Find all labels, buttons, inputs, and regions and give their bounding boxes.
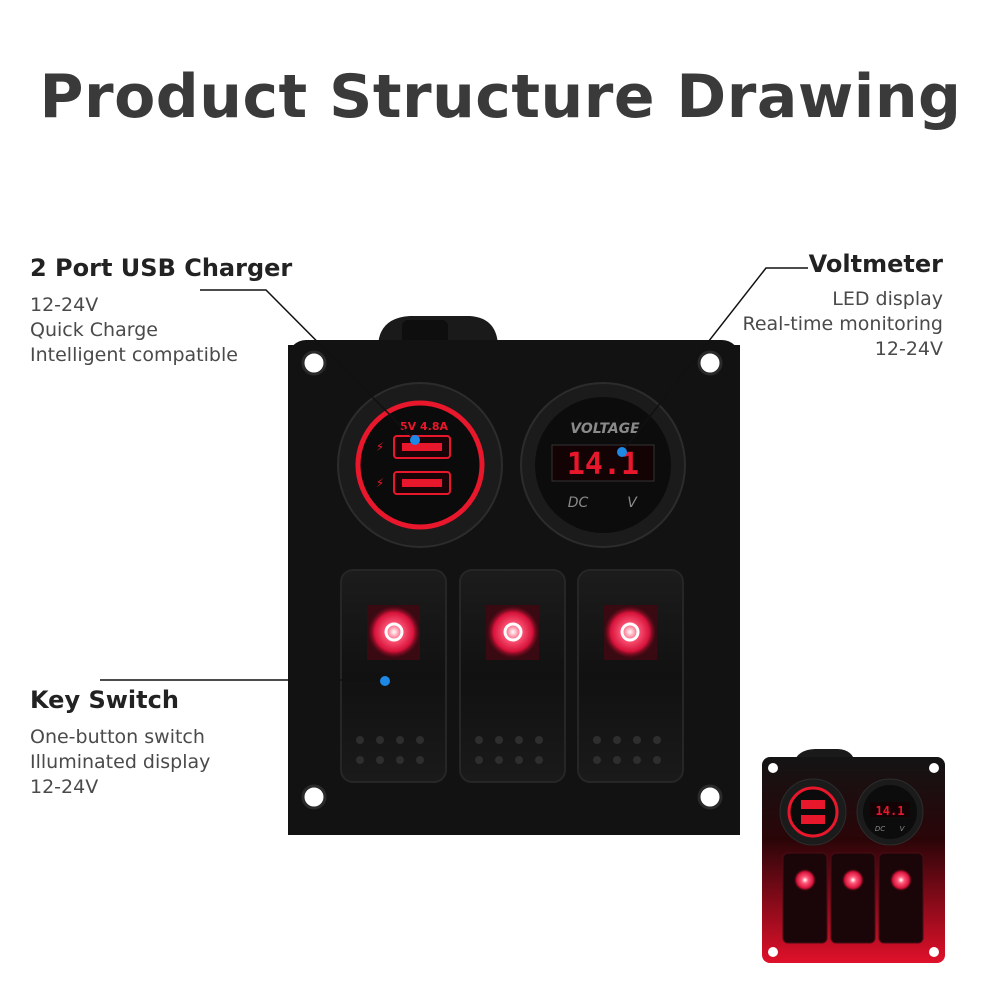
indicator-light <box>487 606 539 658</box>
switch-panel: 5V 4.8A ⚡ ⚡ VOLTAGE 14.1 DC V <box>288 316 740 835</box>
voltmeter-marker-dot <box>617 447 627 457</box>
usb-charger-description: 12-24V Quick Charge Intelligent compatib… <box>30 293 238 368</box>
usb-rating-label: 5V 4.8A <box>400 420 448 433</box>
voltmeter-desc-line-2: Real-time monitoring <box>742 313 943 335</box>
led-display <box>551 444 655 482</box>
voltmeter-leader-line <box>621 267 808 453</box>
usb-charger-heading: 2 Port USB Charger <box>30 254 293 282</box>
voltmeter-heading: Voltmeter <box>808 250 943 278</box>
switch-desc-line-1: One-button switch <box>30 726 205 748</box>
page-title: Product Structure Drawing <box>39 62 962 132</box>
rocker-switch-3[interactable] <box>577 569 684 783</box>
callout-markers <box>380 435 627 686</box>
thumbnail-voltage-reading: 14.1 <box>876 804 905 818</box>
voltage-reading: 14.1 <box>567 447 639 482</box>
voltage-face-label: VOLTAGE <box>570 421 640 437</box>
screw-hole-icon <box>697 784 723 810</box>
rocker-switches <box>340 569 684 783</box>
rocker-texture <box>356 736 661 764</box>
lightning-icon: ⚡ <box>376 440 384 454</box>
usb-desc-line-3: Intelligent compatible <box>30 344 238 366</box>
lightning-icon: ⚡ <box>376 476 384 490</box>
usb-desc-line-2: Quick Charge <box>30 319 158 341</box>
usb-marker-dot <box>410 435 420 445</box>
voltmeter-desc-line-1: LED display <box>832 288 943 310</box>
thumbnail-volt-label: V <box>900 825 906 833</box>
screw-hole-icon <box>301 350 327 376</box>
key-switch-description: One-button switch Illuminated display 12… <box>30 725 210 800</box>
leader-lines <box>100 267 808 681</box>
screw-holes <box>301 350 723 810</box>
rocker-switch-1[interactable] <box>340 569 447 783</box>
rocker-switch-2[interactable] <box>459 569 566 783</box>
usb-desc-line-1: 12-24V <box>30 294 99 316</box>
volt-unit-label: V <box>627 495 638 511</box>
usb-charger: 5V 4.8A ⚡ ⚡ <box>337 382 503 548</box>
thumbnail-dc-label: DC <box>875 825 885 833</box>
key-switch-heading: Key Switch <box>30 686 179 714</box>
voltmeter-description: LED display Real-time monitoring 12-24V <box>742 287 943 362</box>
screw-hole-icon <box>301 784 327 810</box>
illuminated-preview-thumbnail: 14.1 DC V <box>762 749 945 963</box>
screw-hole-icon <box>697 350 723 376</box>
voltmeter: VOLTAGE 14.1 DC V <box>520 382 686 548</box>
usb-leader-line <box>200 289 416 441</box>
switch-desc-line-2: Illuminated display <box>30 751 211 773</box>
dc-unit-label: DC <box>568 495 589 511</box>
indicator-light <box>604 606 656 658</box>
switch-marker-dot <box>380 676 390 686</box>
indicator-light <box>368 606 420 658</box>
voltmeter-desc-line-3: 12-24V <box>874 338 943 360</box>
usb-red-ring <box>355 400 485 530</box>
switch-desc-line-3: 12-24V <box>30 776 99 798</box>
